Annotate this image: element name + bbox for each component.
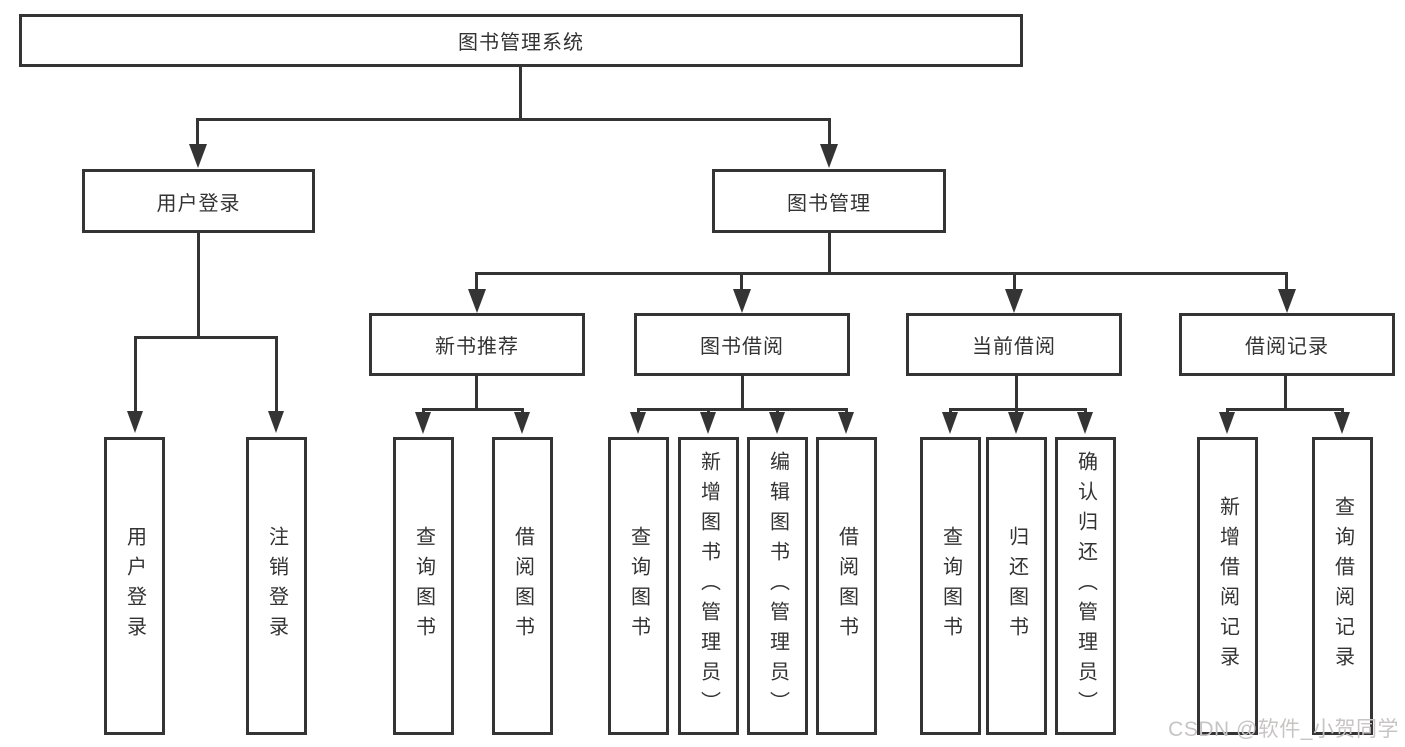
connector-line (637, 408, 848, 411)
connector-line (1226, 408, 1344, 411)
connector-line (197, 233, 200, 339)
arrow-down-icon (1334, 412, 1350, 434)
arrow-down-icon (820, 144, 838, 168)
connector-line (475, 376, 478, 411)
arrow-down-icon (1219, 412, 1235, 434)
connector-line (275, 336, 278, 412)
leaf-label: 借阅图书 (511, 526, 534, 646)
connector-line (1013, 272, 1016, 292)
arrow-down-icon (769, 412, 785, 434)
node-book-management-label: 图书管理 (787, 192, 871, 215)
arrow-down-icon (942, 412, 958, 434)
leaf-label: 查询借阅记录 (1331, 496, 1354, 676)
leaf-query-books-current: 查询图书 (920, 437, 981, 735)
arrow-down-icon (268, 411, 284, 433)
arrow-down-icon (415, 412, 431, 434)
connector-line (196, 118, 831, 121)
leaf-logout: 注销登录 (246, 437, 307, 735)
node-current-borrow: 当前借阅 (906, 313, 1122, 376)
leaf-query-books-borrow: 查询图书 (608, 437, 669, 735)
leaf-add-borrow-record: 新增借阅记录 (1197, 437, 1258, 735)
leaf-logout-label: 注销登录 (265, 526, 288, 646)
leaf-borrow-books: 借阅图书 (816, 437, 877, 735)
arrow-down-icon (468, 289, 486, 313)
leaf-label: 查询图书 (412, 526, 435, 646)
connector-line (1285, 272, 1288, 292)
leaf-label: 新增借阅记录 (1216, 496, 1239, 676)
node-borrow-records: 借阅记录 (1179, 313, 1395, 376)
connector-line (134, 336, 278, 339)
csdn-watermark: CSDN @软件_小贺同学 (1168, 718, 1399, 741)
node-user-login-label: 用户登录 (156, 192, 241, 215)
connector-line (740, 272, 743, 292)
leaf-query-books-recommend: 查询图书 (393, 437, 454, 735)
leaf-edit-books-admin: 编辑图书（管理员） (747, 437, 808, 735)
leaf-add-books-admin: 新增图书（管理员） (678, 437, 739, 735)
arrow-down-icon (1278, 289, 1296, 313)
arrow-down-icon (1077, 412, 1093, 434)
node-book-borrow: 图书借阅 (634, 313, 850, 376)
node-root-label: 图书管理系统 (458, 32, 584, 54)
connector-line (422, 408, 524, 411)
leaf-label: 查询图书 (939, 526, 962, 646)
connector-line (196, 118, 199, 150)
leaf-query-borrow-record: 查询借阅记录 (1312, 437, 1373, 735)
leaf-label: 借阅图书 (835, 526, 858, 646)
node-new-book-recommend: 新书推荐 (369, 313, 585, 376)
leaf-return-books: 归还图书 (986, 437, 1047, 735)
node-user-login: 用户登录 (82, 169, 315, 233)
arrow-down-icon (1005, 289, 1023, 313)
node-book-borrow-label: 图书借阅 (700, 336, 784, 358)
node-new-book-recommend-label: 新书推荐 (435, 336, 519, 358)
leaf-user-login: 用户登录 (104, 437, 165, 735)
connector-line (1015, 376, 1018, 411)
arrow-down-icon (514, 412, 530, 434)
leaf-borrow-books-recommend: 借阅图书 (492, 437, 553, 735)
connector-line (519, 66, 522, 118)
leaf-confirm-return-admin: 确认归还（管理员） (1055, 437, 1116, 735)
arrow-down-icon (630, 412, 646, 434)
arrow-down-icon (838, 412, 854, 434)
connector-line (134, 336, 137, 412)
arrow-down-icon (1008, 412, 1024, 434)
leaf-label: 归还图书 (1005, 526, 1028, 646)
leaf-label: 编辑图书（管理员） (766, 451, 789, 721)
connector-line (741, 376, 744, 411)
node-borrow-records-label: 借阅记录 (1245, 336, 1329, 358)
arrow-down-icon (189, 144, 207, 168)
leaf-label: 新增图书（管理员） (697, 451, 720, 721)
connector-line (1284, 376, 1287, 411)
connector-line (475, 272, 478, 292)
connector-line (476, 272, 1288, 275)
leaf-label: 确认归还（管理员） (1074, 451, 1097, 721)
arrow-down-icon (127, 411, 143, 433)
leaf-user-login-label: 用户登录 (123, 526, 146, 646)
node-current-borrow-label: 当前借阅 (972, 336, 1056, 358)
arrow-down-icon (700, 412, 716, 434)
arrow-down-icon (733, 289, 751, 313)
connector-line (828, 118, 831, 150)
node-root: 图书管理系统 (19, 14, 1023, 67)
leaf-label: 查询图书 (627, 526, 650, 646)
connector-line (828, 233, 831, 275)
node-book-management: 图书管理 (712, 169, 946, 233)
